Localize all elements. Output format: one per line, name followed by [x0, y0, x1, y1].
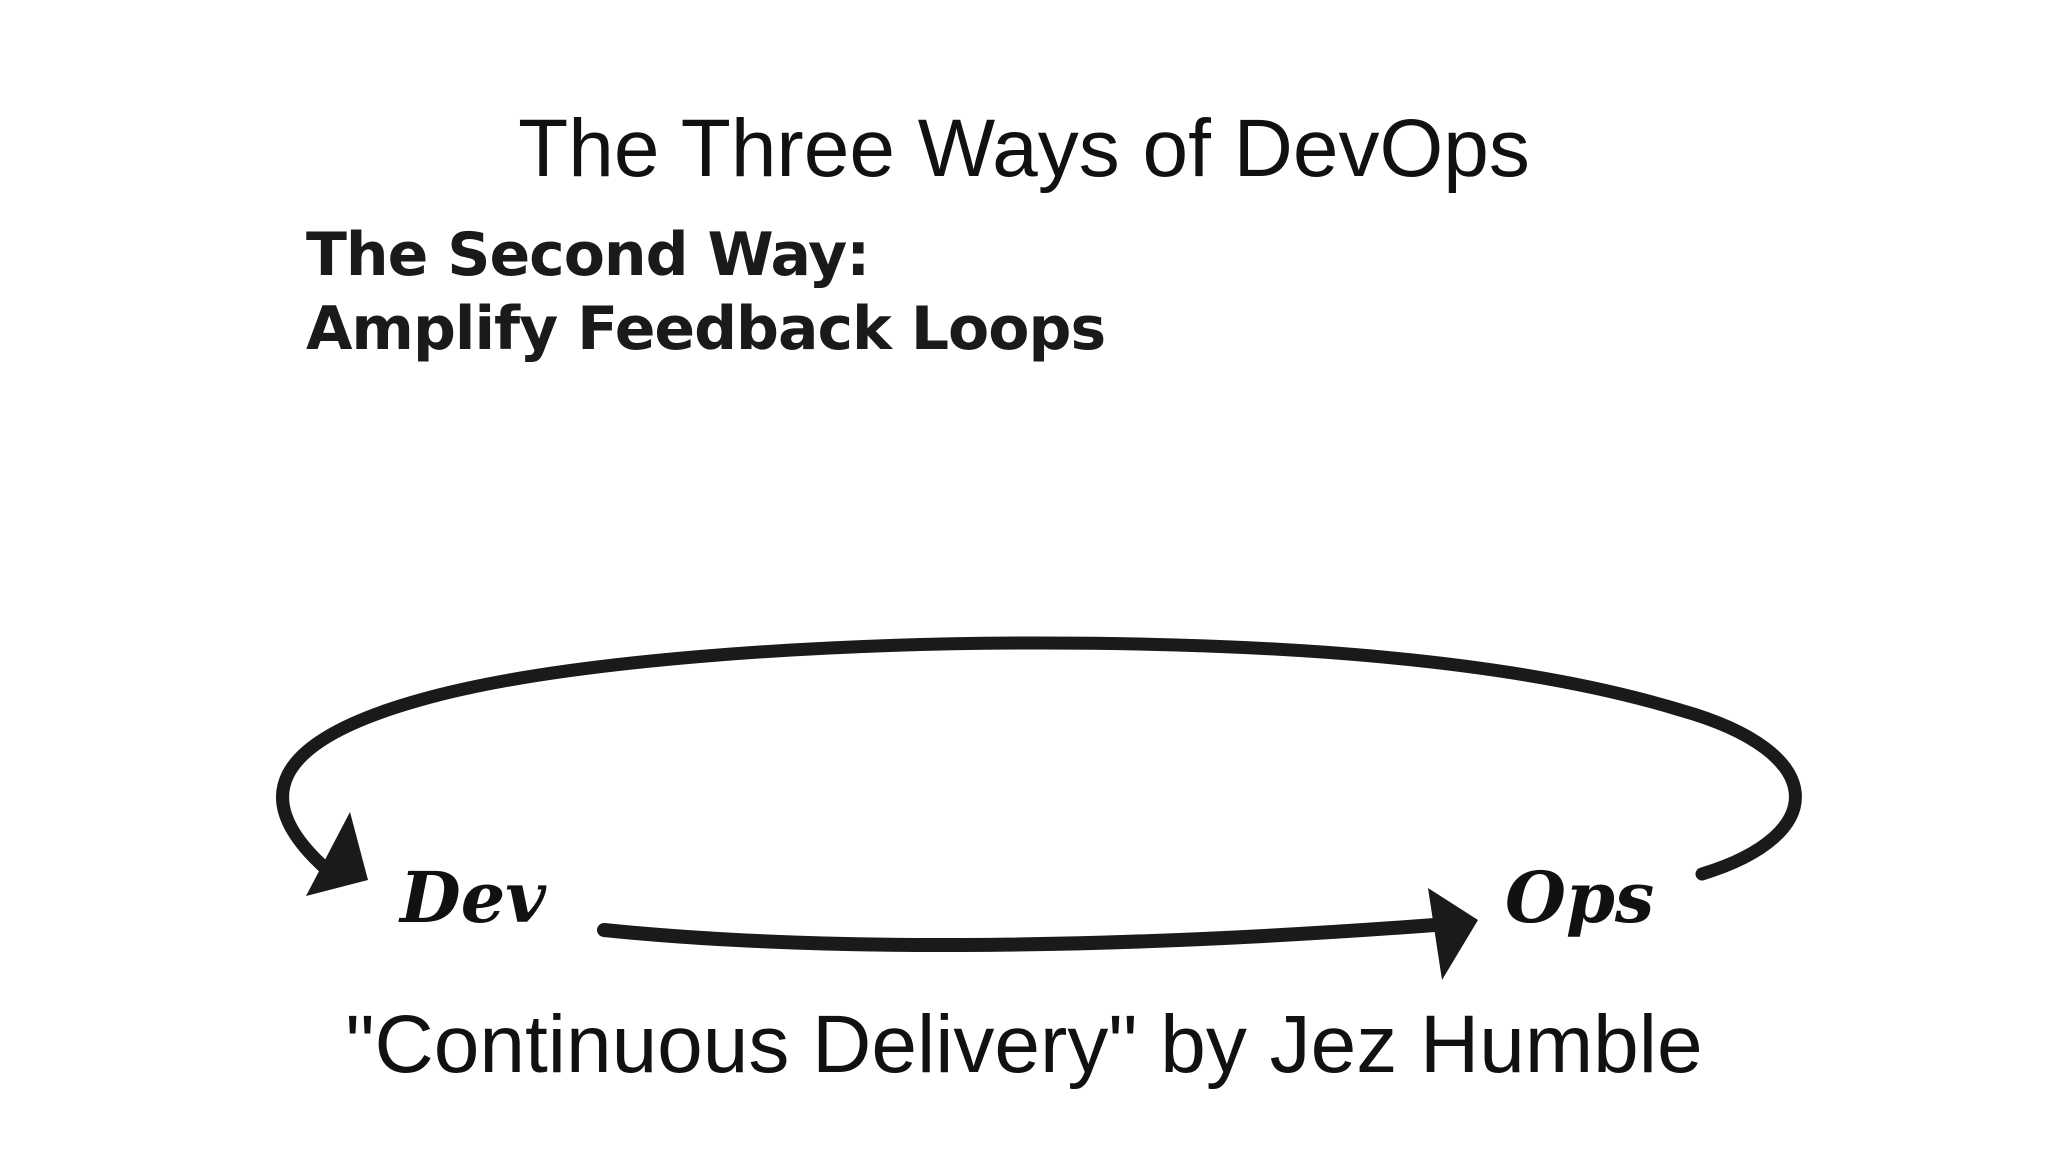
- heading-line-2: Amplify Feedback Loops: [306, 294, 1106, 364]
- ops-node-label: Ops: [1505, 856, 1654, 939]
- feedback-arrow-line: [276, 636, 1802, 881]
- forward-arrow-head: [1428, 888, 1478, 980]
- diagram-heading: The Second Way: Amplify Feedback Loops: [306, 218, 1106, 366]
- forward-arrow-line: [597, 917, 1455, 953]
- slide-title: The Three Ways of DevOps: [518, 103, 1530, 194]
- slide-caption: "Continuous Delivery" by Jez Humble: [345, 999, 1703, 1090]
- feedback-arrow-head: [306, 812, 368, 896]
- heading-line-1: The Second Way:: [306, 220, 870, 290]
- dev-node-label: Dev: [398, 856, 547, 939]
